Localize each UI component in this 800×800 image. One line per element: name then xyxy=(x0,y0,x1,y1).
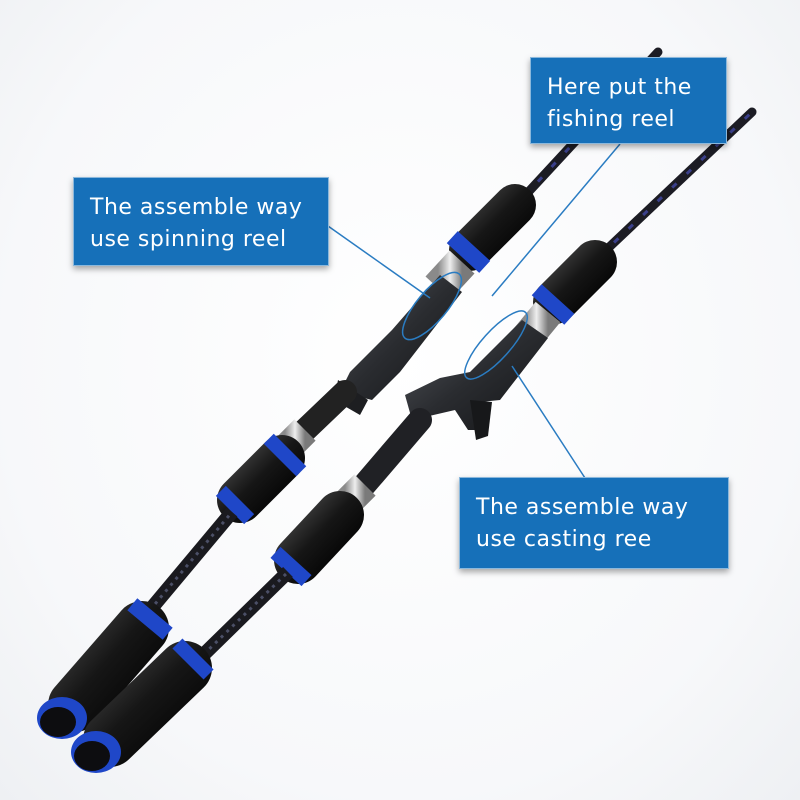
winding-check-ring xyxy=(531,284,575,325)
casting-leader-line xyxy=(511,365,586,479)
rear-blank-upper xyxy=(288,380,357,447)
lower-blank-texture xyxy=(196,570,290,662)
callout-reel-line1: Here put the xyxy=(547,75,692,100)
callout-spinning-line1: The assemble way xyxy=(90,195,303,220)
butt-grip xyxy=(48,601,169,732)
butt-grip-ring xyxy=(172,638,214,680)
callout-casting-line1: The assemble way xyxy=(476,495,689,520)
callout-casting-reel: The assemble way use casting ree xyxy=(459,477,729,569)
reel-seat xyxy=(340,275,462,400)
butt-cap-inner xyxy=(40,707,76,737)
fore-grip xyxy=(449,184,536,271)
butt-grip-ring xyxy=(127,598,173,640)
fore-grip xyxy=(533,240,617,324)
lower-blank xyxy=(144,507,238,615)
mid-grip-ring-lower xyxy=(215,485,255,525)
trigger xyxy=(470,400,492,440)
spinning-leader-line xyxy=(327,225,431,299)
mid-grip xyxy=(274,491,364,584)
casting-rod xyxy=(71,107,757,773)
lower-blank-texture xyxy=(148,511,234,611)
spinning-highlight-ellipse xyxy=(401,271,463,341)
callout-fishing-reel: Here put the fishing reel xyxy=(530,57,727,144)
callout-spinning-reel: The assemble way use spinning reel xyxy=(73,177,329,266)
annotation-lines xyxy=(327,143,621,479)
butt-cap-inner xyxy=(74,741,110,771)
casting-highlight-ellipse xyxy=(464,310,528,380)
mid-grip-ring xyxy=(270,546,312,587)
winding-check-ring xyxy=(446,231,491,273)
rear-blank-upper xyxy=(348,408,432,502)
callout-casting-line2: use casting ree xyxy=(476,527,652,552)
spinning-rod xyxy=(37,47,663,739)
butt-grip xyxy=(83,641,212,767)
callout-reel-line2: fishing reel xyxy=(547,107,676,132)
mid-grip-ring xyxy=(263,433,307,477)
reel-leader-line xyxy=(491,143,621,297)
mid-grip xyxy=(217,435,305,523)
callout-spinning-line2: use spinning reel xyxy=(90,227,287,252)
